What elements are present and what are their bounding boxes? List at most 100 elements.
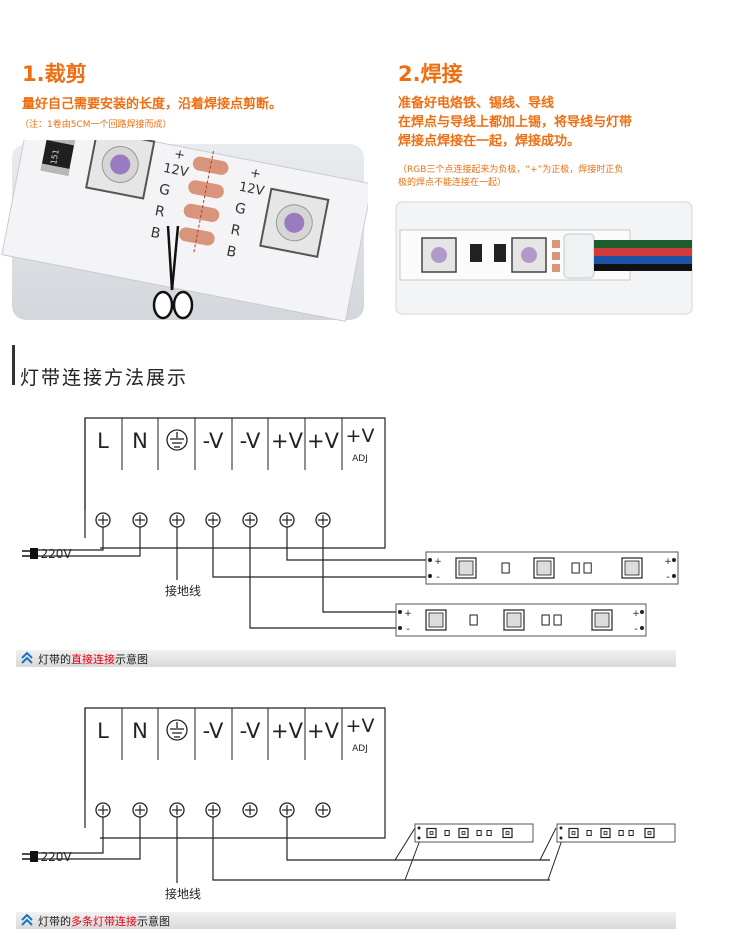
diagram2-caption: 灯带的多条灯带连接示意图: [38, 915, 170, 928]
wire-positive: [286, 527, 428, 561]
resistor-icon: [618, 830, 624, 836]
led-strip: +-+-: [395, 603, 647, 637]
led-chip-lens: [428, 612, 444, 628]
double-chevron-up-icon: [21, 652, 33, 664]
terminal-label: +V: [271, 719, 304, 743]
solder-point: [559, 836, 563, 840]
strip-plus-label: +: [434, 557, 442, 567]
terminal-label: -V: [203, 429, 224, 453]
led-chip-lens: [647, 831, 652, 835]
strip-minus-label: -: [436, 572, 440, 583]
cut-line: [193, 150, 214, 254]
led-chip-lens: [571, 831, 576, 835]
psu-box: [84, 417, 386, 549]
resistor-icon: [501, 562, 510, 574]
resistor-icon: [583, 562, 592, 574]
strip-minus-label: -: [406, 624, 410, 635]
scissors-icon: [152, 225, 194, 320]
power-plug-icon: [30, 851, 38, 862]
power-plug-icon: [30, 548, 38, 559]
earth-ground-circle: [166, 429, 188, 451]
step2-body: 准备好电烙铁、锡线、导线 在焊点与导线上都加上锡，将导线与灯带 焊接点焊接在一起…: [398, 94, 632, 151]
diagram1-caption: 灯带的直接连接示意图: [38, 653, 148, 666]
terminal-adj-label: ADJ: [352, 744, 368, 754]
resistor-icon: [541, 614, 550, 626]
led-chip-lens: [603, 831, 608, 835]
ground-wire-label: 接地线: [165, 583, 201, 598]
wire-feed: [547, 839, 563, 881]
led-chip-lens: [594, 612, 610, 628]
wire-positive: [286, 817, 550, 861]
solder-point: [417, 826, 421, 830]
step1-title: 1.裁剪: [22, 62, 87, 86]
resistor-icon: [470, 244, 482, 262]
wire-n: [38, 527, 141, 557]
resistor-icon: [494, 244, 506, 262]
rgb-wires: [594, 240, 692, 271]
strip-plus-label: +: [404, 609, 412, 619]
solder-point: [398, 626, 402, 630]
strip-plus-label: +: [664, 557, 672, 567]
solder-point: [640, 626, 644, 630]
solder-point: [672, 558, 676, 562]
terminal-label: -V: [240, 429, 261, 453]
solder-point: [398, 610, 402, 614]
solder-point: [559, 826, 563, 830]
wire-positive: [322, 527, 398, 613]
strip-plus-label: +: [632, 609, 640, 619]
solder-pad: [192, 156, 229, 175]
step2-solder-photo: [395, 201, 693, 315]
step2-body-line: 在焊点与导线上都加上锡，将导线与灯带: [398, 115, 633, 130]
psu-box: [84, 707, 386, 839]
solder-point: [428, 574, 432, 578]
strip-label: B: [149, 225, 161, 243]
strip-label: G: [158, 182, 172, 200]
led-strip: [414, 823, 534, 843]
earth-ground-icon: [166, 429, 188, 451]
terminal-label: N: [132, 719, 148, 743]
resistor-icon: [486, 830, 492, 836]
strip-label: G: [233, 200, 247, 218]
wire-n: [38, 817, 141, 860]
resistor-icon: [628, 830, 634, 836]
step2-note-line: 极的焊点不能连接在一起）: [398, 178, 507, 188]
terminal-label: L: [97, 719, 109, 743]
led-chip-lens: [506, 612, 522, 628]
earth-ground-icon: [166, 719, 188, 741]
wire-feed: [539, 827, 557, 861]
input-voltage-label: 220V: [40, 547, 72, 561]
strip-label: 12V: [162, 161, 190, 181]
step1-body: 量好自己需要安装的长度，沿着焊接点剪断。: [22, 97, 283, 112]
ground-wire-label: 接地线: [165, 886, 201, 901]
led-chip-lens: [461, 831, 466, 835]
led-chip-lens: [505, 831, 510, 835]
terminal-label: N: [132, 429, 148, 453]
double-chevron-up-icon: [21, 914, 33, 926]
terminal-label: +V: [307, 719, 340, 743]
wire-l: [38, 527, 104, 551]
section-title-bar: [12, 345, 15, 385]
terminal-label: -V: [203, 719, 224, 743]
led-strip: +-+-: [425, 551, 679, 585]
step2-body-line: 焊接点焊接在一起，焊接成功。: [398, 134, 581, 149]
wire-negative: [212, 527, 428, 578]
wire-negative: [212, 817, 550, 881]
resistor-label: 151: [49, 149, 61, 166]
wire-feed: [404, 839, 421, 881]
section-title: 灯带连接方法展示: [20, 367, 189, 389]
solder-point: [417, 836, 421, 840]
step1-strip-photo: 151 + 12V G R B + 12V G R B: [1, 140, 368, 322]
resistor-icon: [476, 830, 482, 836]
solder-point: [672, 574, 676, 578]
earth-ground-circle: [166, 719, 188, 741]
resistor-icon: [553, 614, 562, 626]
terminal-adj-label: ADJ: [352, 454, 368, 464]
terminal-label: +V: [271, 429, 304, 453]
led-chip-lens: [624, 560, 640, 576]
solder-point: [428, 558, 432, 562]
led-chip-lens: [458, 560, 474, 576]
terminal-label: -V: [240, 719, 261, 743]
strip-label: R: [153, 203, 166, 221]
resistor-icon: [469, 614, 478, 626]
